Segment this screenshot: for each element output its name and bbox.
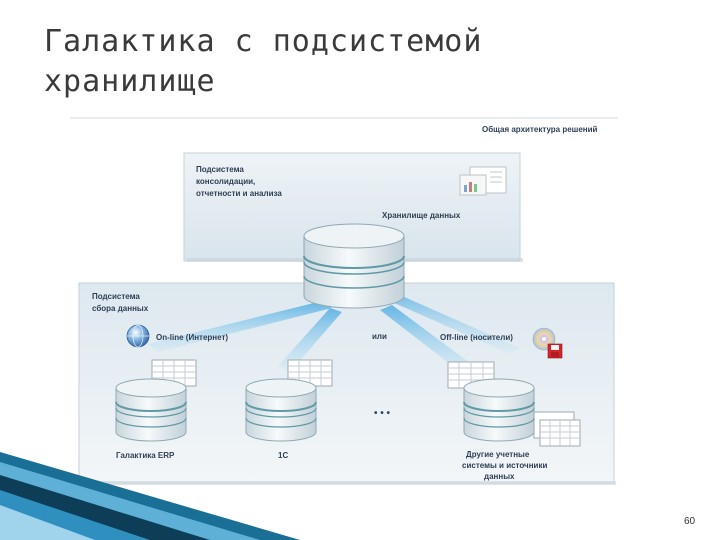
- warehouse-label: Хранилище данных: [382, 211, 461, 220]
- erp-database: [115, 378, 187, 442]
- spreadsheet-stack-icon: [533, 411, 581, 447]
- offline-label: Off-line (носители): [440, 333, 513, 342]
- beam-to-other: [380, 305, 482, 378]
- other-systems-label-line-1: Другие учетные: [466, 450, 530, 459]
- beam-to-offline: [392, 296, 520, 354]
- or-label: или: [372, 332, 387, 341]
- data-flow-beams: [148, 296, 520, 378]
- architecture-label: Общая архитектура решений: [482, 125, 598, 134]
- slide-title-line-1: Галактика с подсистемой: [44, 24, 483, 59]
- 1c-database-label: 1С: [278, 451, 288, 460]
- warehouse-database: [303, 223, 405, 309]
- slide-title-line-2: хранилище: [44, 64, 216, 99]
- internet-globe-icon: [126, 324, 150, 348]
- page-number: 60: [684, 516, 696, 527]
- corner-decoration-stripes: [0, 452, 300, 540]
- report-document-icon: [459, 166, 507, 196]
- floppy-disk-icon: [547, 343, 563, 359]
- collection-label-line-1: Подсистема: [92, 292, 140, 301]
- online-label: On-line (Интернет): [156, 333, 228, 342]
- consolidation-label-line-3: отчетности и анализа: [196, 189, 282, 198]
- beam-to-1c: [278, 308, 342, 372]
- consolidation-label-line-2: консолидации,: [196, 177, 255, 186]
- 1c-database: [245, 378, 317, 442]
- ellipsis-more-sources: • • •: [374, 408, 391, 419]
- beam-to-online: [148, 302, 332, 352]
- erp-database-label: Галактика ERP: [116, 451, 175, 460]
- other-systems-database: [463, 378, 535, 442]
- other-systems-label-line-2: системы и источники: [462, 461, 547, 470]
- collection-label-line-2: сбора данных: [92, 304, 149, 313]
- consolidation-label-line-1: Подсистема: [196, 165, 244, 174]
- other-systems-label-line-3: данных: [484, 472, 515, 481]
- slide-title: Галактика с подсистемой хранилище: [44, 22, 664, 102]
